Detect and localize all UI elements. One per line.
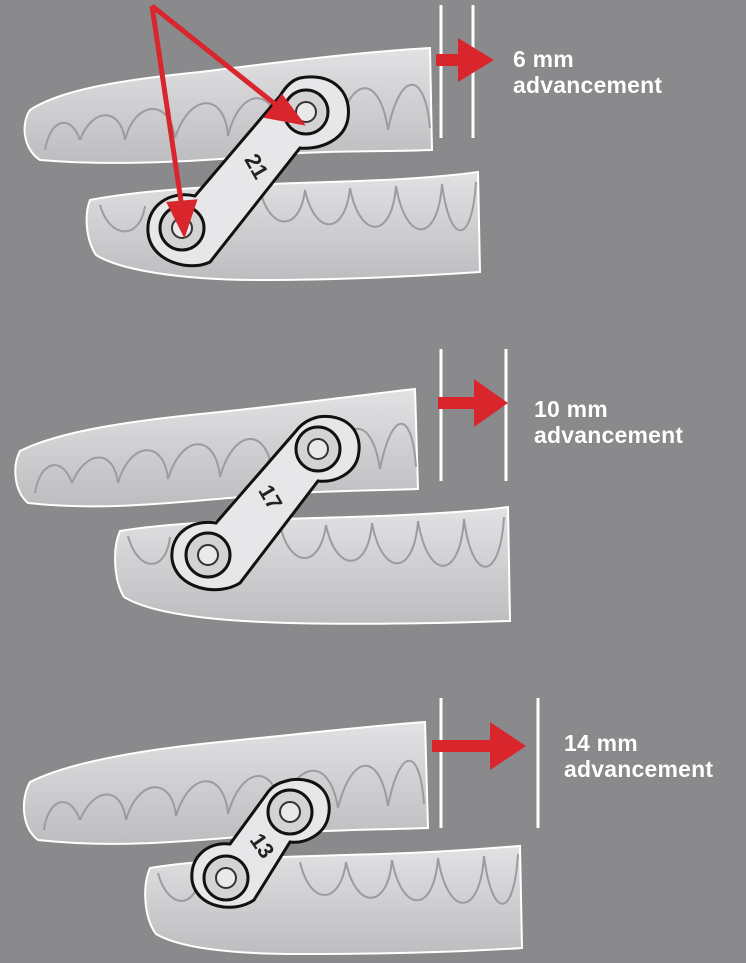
upper-tray	[24, 722, 428, 844]
advancement-marker	[438, 349, 508, 481]
advancement-distance: 6 mm	[513, 46, 662, 72]
panel-6mm: 21 6 mm advancement	[0, 0, 746, 321]
lower-tray	[87, 172, 480, 280]
advancement-word: advancement	[513, 72, 662, 98]
panel-14mm: 13 14 mm advancement	[0, 642, 746, 963]
advancement-marker	[436, 5, 494, 138]
advancement-word: advancement	[564, 756, 713, 782]
appliance-illustration: 13	[0, 642, 746, 963]
advancement-word: advancement	[534, 422, 683, 448]
appliance-illustration: 17	[0, 321, 746, 642]
advancement-label: 6 mm advancement	[513, 46, 662, 98]
advancement-distance: 14 mm	[564, 730, 713, 756]
advancement-marker	[432, 698, 538, 828]
advancement-label: 14 mm advancement	[564, 730, 713, 782]
panel-10mm: 17 10 mm advancement	[0, 321, 746, 642]
advancement-distance: 10 mm	[534, 396, 683, 422]
advancement-label: 10 mm advancement	[534, 396, 683, 448]
